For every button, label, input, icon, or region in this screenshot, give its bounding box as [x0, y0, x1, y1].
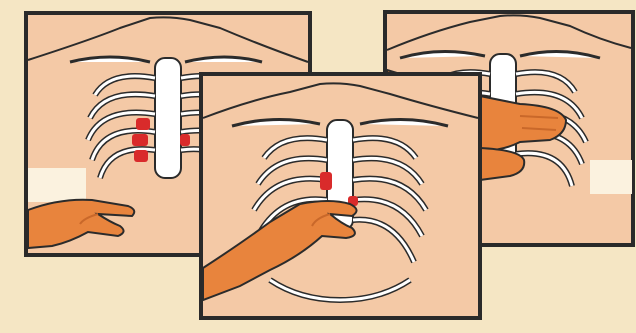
- panel-middle: [201, 74, 480, 318]
- panel-left-white-band: [28, 168, 86, 202]
- panel-left-sternum: [155, 58, 181, 178]
- panel-right-white-band: [590, 160, 632, 194]
